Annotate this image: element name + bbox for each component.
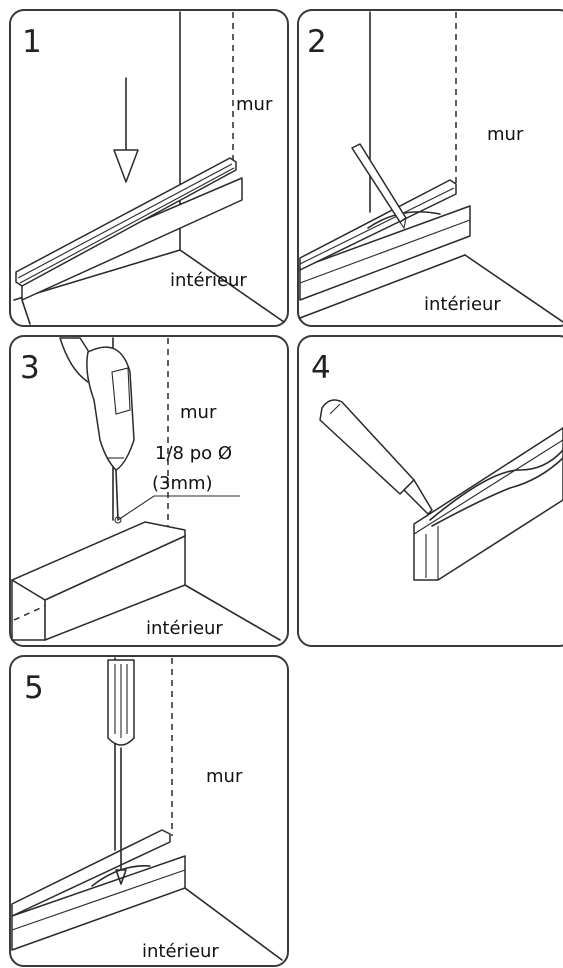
step-3-panel: 3 mur 1/8 po Ø (3mm) intérieur <box>9 335 289 647</box>
step-1-rail <box>15 157 237 287</box>
screwdriver-icon <box>107 659 135 885</box>
drill-size-callout-line <box>117 495 240 521</box>
step-2-interior-label: intérieur <box>424 294 501 315</box>
step-3-number: 3 <box>20 350 40 386</box>
drill-icon <box>59 337 135 524</box>
step-1-wall-label: mur <box>236 94 273 115</box>
step-3-interior-label: intérieur <box>146 618 223 639</box>
step-5-frame <box>9 655 289 967</box>
step-2-number: 2 <box>307 24 327 60</box>
step-2-panel: 2 mur intérieur <box>297 9 563 327</box>
step-5-sill <box>11 855 283 961</box>
step-4-number: 4 <box>311 350 331 386</box>
step-1-sill <box>21 177 243 301</box>
step-1-interior-label: intérieur <box>170 270 247 291</box>
step-4-panel: 4 <box>297 335 563 647</box>
step-2-wall-label: mur <box>487 124 524 145</box>
step-5-interior-label: intérieur <box>142 941 219 962</box>
step-5-wall-label: mur <box>206 766 243 787</box>
drill-size-label: 1/8 po Ø <box>155 443 232 464</box>
down-arrow-icon <box>113 77 139 183</box>
step-4-rail <box>413 427 563 581</box>
step-5-panel: 5 mur intérieur <box>9 655 289 967</box>
step-3-wall-label: mur <box>180 402 217 423</box>
drill-size-metric-label: (3mm) <box>152 473 213 494</box>
caulk-tube-icon <box>319 399 433 515</box>
step-5-number: 5 <box>24 670 44 706</box>
step-4-frame <box>297 335 563 647</box>
step-1-number: 1 <box>22 24 42 60</box>
step-2-sill <box>299 205 471 301</box>
step-1-panel: 1 mur intérieur <box>9 9 289 327</box>
step-5-rail <box>11 829 171 917</box>
pencil-icon <box>351 143 407 230</box>
step-3-sill <box>11 521 281 641</box>
